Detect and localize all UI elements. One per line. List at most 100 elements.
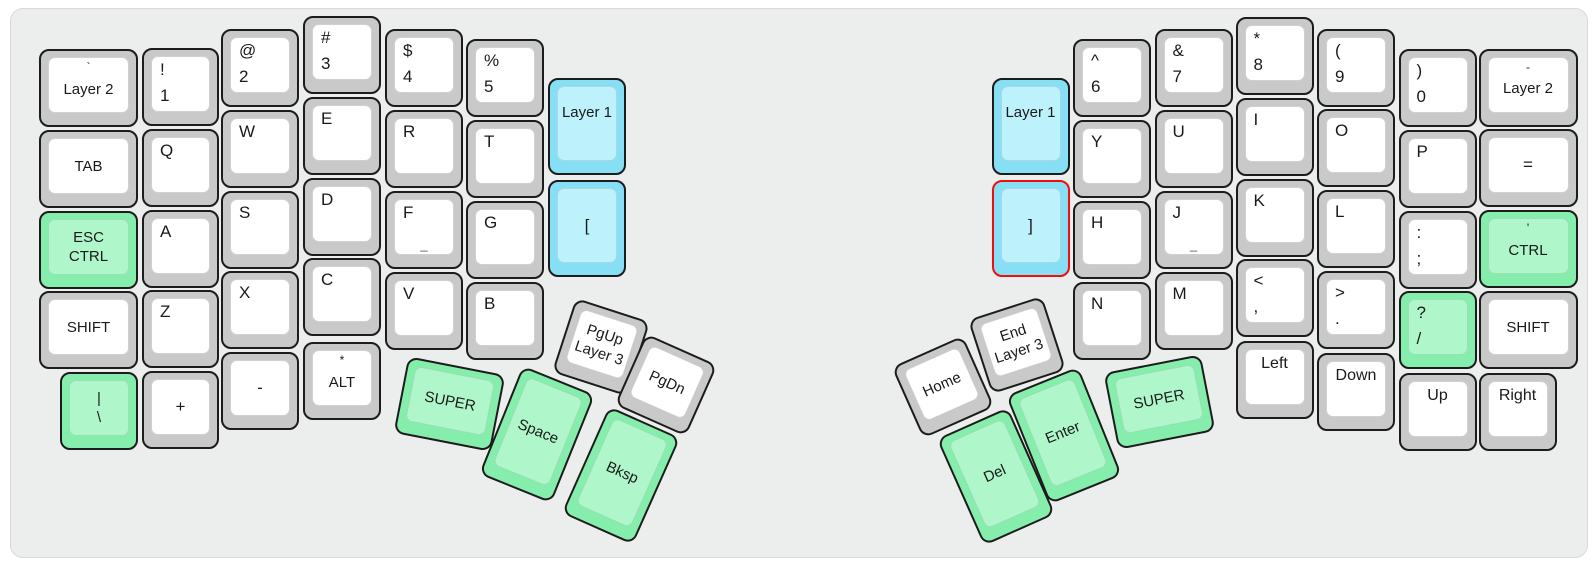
key-legend: / [1416,329,1422,348]
key-r-y[interactable]: Y [1073,120,1151,198]
key-r-colon[interactable]: :; [1398,210,1477,289]
key-l-w[interactable]: W [221,109,299,188]
key-l-q[interactable]: Q [142,128,219,207]
key-r-slash[interactable]: ?/ [1398,291,1477,369]
keycap-face: Layer 1 [1000,86,1061,161]
key-legend: CTRL [1508,241,1548,259]
key-legend: PgDn [646,366,688,398]
key-l-plus[interactable]: + [142,371,219,449]
key-r-7[interactable]: &7 [1154,29,1233,107]
key-l-f[interactable]: F_ [385,190,463,269]
key-r-0[interactable]: )0 [1398,49,1477,127]
key-r-layer2[interactable]: -Layer 2 [1478,48,1578,127]
key-l-b[interactable]: B [466,281,544,360]
keycap-face: -Layer 2 [1487,56,1569,113]
key-r-down[interactable]: Down [1317,353,1395,431]
keycap-face: I [1244,105,1305,162]
key-r-l[interactable]: L [1317,190,1395,268]
key-r-u[interactable]: U [1154,110,1233,188]
key-l-1[interactable]: !1 [142,48,219,126]
key-l-r[interactable]: R [385,110,463,188]
key-legend: \ [96,409,102,426]
key-legend: U [1172,122,1185,141]
key-r-rbracket[interactable]: ] [991,180,1070,277]
key-legend: Home [920,368,964,401]
keycap-face: !1 [151,56,210,112]
key-legend: ! [160,60,165,79]
key-legend: V [403,283,415,303]
key-r-p[interactable]: P [1398,129,1477,208]
key-r-left[interactable]: Left [1235,341,1314,419]
key-l-lbracket[interactable]: [ [548,180,626,277]
key-r-m[interactable]: M [1154,271,1233,350]
key-l-t[interactable]: T [466,120,544,198]
key-r-9[interactable]: (9 [1317,28,1395,107]
key-l-e[interactable]: E [303,96,381,175]
key-legend: : [1416,222,1422,242]
key-r-shift[interactable]: SHIFT [1478,291,1578,369]
key-r-6[interactable]: ^6 [1073,39,1151,117]
key-r-layer1[interactable]: Layer 1 [991,78,1070,175]
key-legend: , [1253,297,1259,316]
keycap-face: Y [1082,128,1142,184]
key-legend: M [1172,283,1187,303]
key-legend: SHIFT [66,318,111,336]
key-l-pipe[interactable]: |\ [60,372,138,450]
key-l-4[interactable]: $4 [385,29,463,107]
key-legend: _ [420,236,428,252]
key-r-o[interactable]: O [1317,109,1395,187]
keycap-face: )0 [1407,57,1468,113]
key-l-alt[interactable]: *ALT [303,342,381,420]
key-legend: | [97,390,101,407]
key-r-k[interactable]: K [1235,178,1314,257]
key-l-a[interactable]: A [142,209,219,288]
key-l-3[interactable]: #3 [303,16,381,94]
keycap-face: Z [151,298,210,354]
key-r-j[interactable]: J_ [1154,190,1233,269]
key-legend: + [175,397,186,416]
key-legend: ` [86,60,91,74]
key-legend: - [1526,59,1530,74]
key-l-layer1[interactable]: Layer 1 [548,78,626,175]
key-r-8[interactable]: *8 [1235,17,1314,95]
keycap-face: C [312,266,372,322]
key-l-minus[interactable]: - [221,352,299,430]
key-r-period[interactable]: >. [1317,271,1395,349]
key-legend: Layer 1 [1005,104,1056,121]
key-l-2[interactable]: @2 [221,29,299,107]
key-r-quote-ctrl[interactable]: 'CTRL [1478,210,1578,288]
key-legend: & [1172,41,1184,60]
key-legend: Z [160,302,171,321]
key-l-5[interactable]: %5 [466,39,544,117]
key-l-g[interactable]: G [466,200,544,279]
key-legend: H [1091,212,1104,232]
key-r-n[interactable]: N [1073,281,1151,360]
key-legend: ] [1028,215,1033,235]
key-r-right[interactable]: Right [1478,372,1557,451]
key-l-tab[interactable]: TAB [39,130,138,208]
keycap-face: *ALT [312,350,372,406]
key-r-comma[interactable]: <, [1235,259,1314,337]
key-l-d[interactable]: D [303,177,381,256]
key-r-i[interactable]: I [1235,97,1314,176]
key-l-z[interactable]: Z [142,290,219,368]
key-r-up[interactable]: Up [1398,372,1477,451]
key-legend: S [239,202,251,222]
key-r-h[interactable]: H [1073,200,1151,279]
key-l-s[interactable]: S [221,190,299,269]
keycap-face: + [151,379,210,435]
key-l-layer2[interactable]: `Layer 2 [39,49,138,127]
key-l-shift[interactable]: SHIFT [39,291,138,369]
key-l-c[interactable]: C [303,258,381,336]
key-legend: Q [160,140,174,160]
key-r-equals[interactable]: = [1478,129,1578,207]
key-l-x[interactable]: X [221,271,299,349]
key-l-v[interactable]: V [385,271,463,350]
keycap-face: Left [1244,349,1305,405]
keycap-face: T [475,128,535,184]
key-legend: TAB [74,157,103,175]
